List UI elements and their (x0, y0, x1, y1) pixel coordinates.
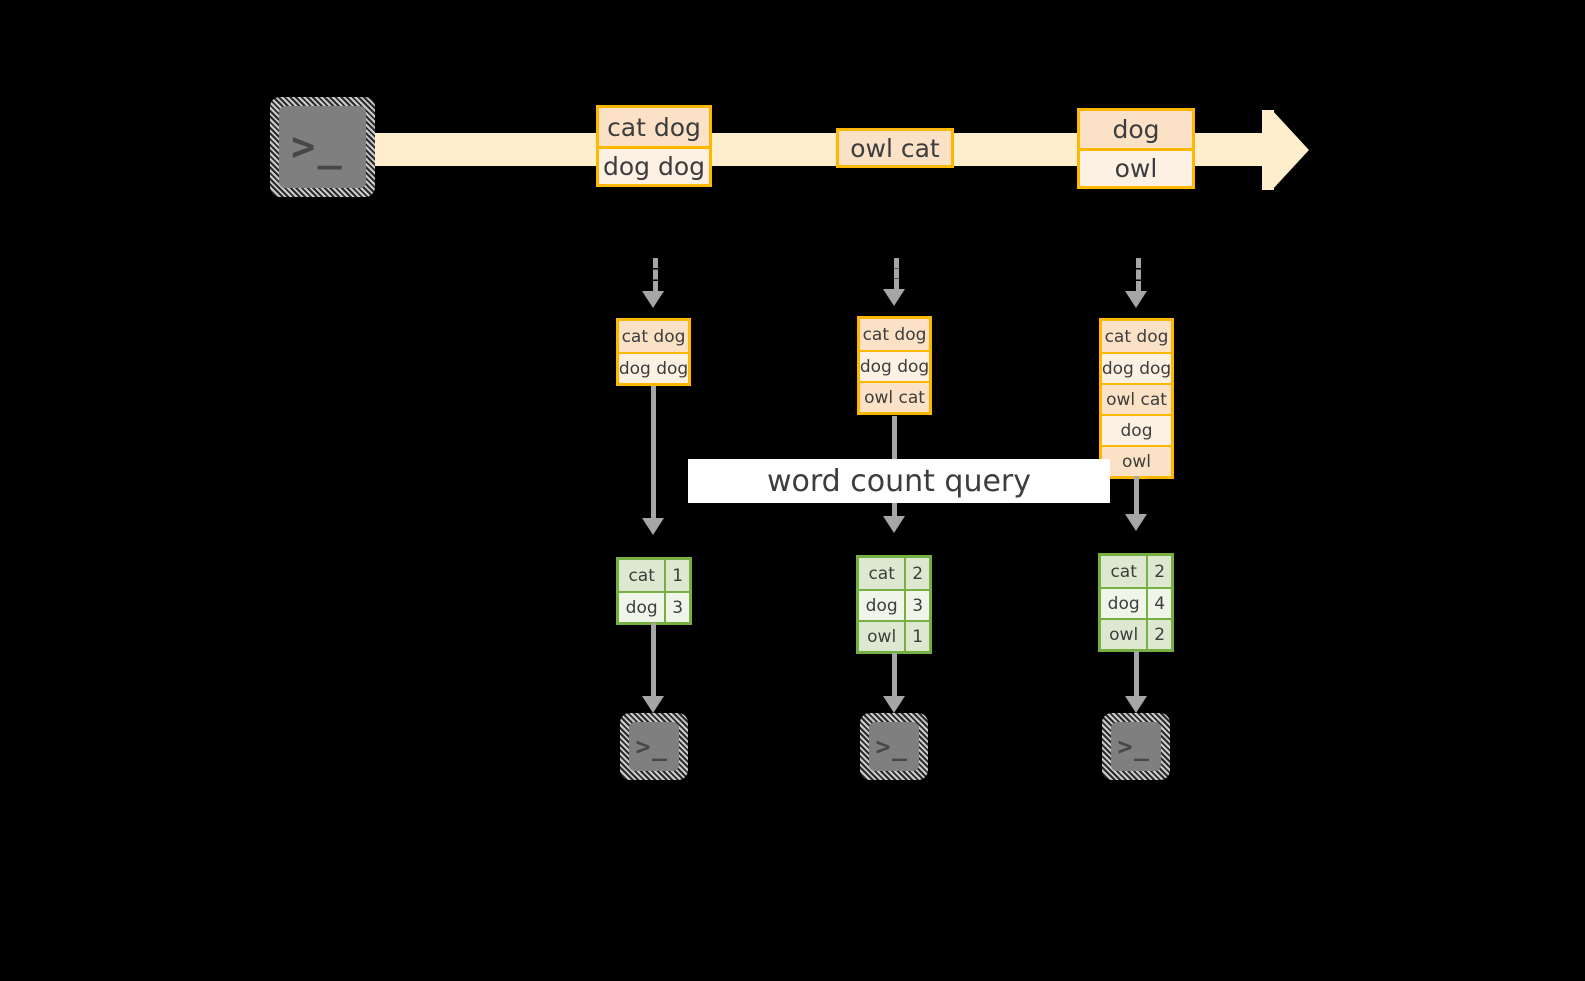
result-word: owl (859, 622, 905, 651)
arrowhead-icon (1125, 514, 1147, 531)
table-row: dog 3 (859, 589, 929, 620)
connector-result-to-sink-1 (651, 623, 656, 698)
connector-stream-to-table-1 (653, 258, 658, 291)
connector-result-to-sink-2 (892, 653, 897, 698)
input-table-3: cat dog dog dog owl cat dog owl (1099, 318, 1174, 479)
terminal-screen (1111, 722, 1161, 771)
connector-result-to-sink-3 (1134, 651, 1139, 698)
result-count: 2 (1146, 620, 1171, 649)
arrowhead-icon (642, 291, 664, 308)
result-word: cat (1101, 556, 1147, 587)
table-row: dog dog (1102, 352, 1171, 383)
table-row: cat 2 (859, 558, 929, 589)
result-table-1: cat 1 dog 3 (616, 557, 692, 625)
table-row: cat 1 (619, 560, 689, 591)
table-row: dog dog (619, 352, 688, 383)
connector-table-to-result-3 (1134, 476, 1139, 516)
terminal-prompt-glyph: >_ (1117, 732, 1151, 761)
connector-table-to-result-1 (651, 386, 656, 520)
stream-event-line: dog dog (599, 146, 709, 184)
stream-arrowhead-icon (1272, 110, 1309, 190)
arrowhead-icon (642, 518, 664, 535)
sink-terminal-icon-2: >_ (860, 713, 928, 780)
terminal-prompt-glyph: >_ (635, 732, 669, 761)
stream-event-2: owl cat (836, 128, 954, 168)
arrowhead-icon (883, 696, 905, 713)
stream-event-line: owl cat (839, 131, 951, 165)
sink-terminal-icon-3: >_ (1102, 713, 1170, 780)
table-row: cat dog (860, 319, 929, 350)
stream-event-line: cat dog (599, 108, 709, 146)
connector-stream-to-table-3 (1136, 258, 1141, 291)
sink-terminal-icon-1: >_ (620, 713, 688, 780)
terminal-prompt-glyph: >_ (291, 124, 345, 170)
result-count: 1 (664, 560, 689, 591)
result-word: dog (859, 591, 905, 620)
table-row: cat 2 (1101, 556, 1171, 587)
table-row: owl 2 (1101, 618, 1171, 649)
result-word: dog (619, 593, 665, 622)
input-table-1: cat dog dog dog (616, 318, 691, 386)
result-count: 2 (904, 558, 929, 589)
result-table-2: cat 2 dog 3 owl 1 (856, 555, 932, 654)
connector-stream-to-table-2 (894, 258, 899, 289)
stream-event-1: cat dog dog dog (596, 105, 712, 187)
stream-event-3: dog owl (1077, 108, 1195, 189)
arrowhead-icon (1125, 291, 1147, 308)
query-label: word count query (688, 459, 1110, 503)
result-count: 2 (1146, 556, 1171, 587)
arrowhead-icon (883, 516, 905, 533)
source-terminal-icon: >_ (270, 97, 375, 197)
table-row: dog (1102, 414, 1171, 445)
arrowhead-icon (1125, 696, 1147, 713)
result-word: owl (1101, 620, 1147, 649)
terminal-screen (869, 722, 919, 771)
stream-arrowhead-base (1262, 110, 1274, 190)
result-word: dog (1101, 589, 1147, 618)
result-table-3: cat 2 dog 4 owl 2 (1098, 553, 1174, 652)
arrowhead-icon (883, 289, 905, 306)
table-row: dog 4 (1101, 587, 1171, 618)
stream-event-line: dog (1080, 111, 1192, 148)
result-count: 1 (904, 622, 929, 651)
terminal-prompt-glyph: >_ (875, 732, 909, 761)
result-count: 3 (904, 591, 929, 620)
table-row: cat dog (1102, 321, 1171, 352)
input-table-2: cat dog dog dog owl cat (857, 316, 932, 415)
arrowhead-icon (642, 696, 664, 713)
result-word: cat (859, 558, 905, 589)
table-row: owl cat (1102, 383, 1171, 414)
table-row: dog dog (860, 350, 929, 381)
table-row: cat dog (619, 321, 688, 352)
stream-event-line: owl (1080, 148, 1192, 186)
terminal-screen (629, 722, 679, 771)
table-row: owl (1102, 445, 1171, 476)
result-count: 3 (664, 593, 689, 622)
terminal-screen (279, 106, 366, 188)
result-word: cat (619, 560, 665, 591)
result-count: 4 (1146, 589, 1171, 618)
table-row: dog 3 (619, 591, 689, 622)
table-row: owl 1 (859, 620, 929, 651)
table-row: owl cat (860, 381, 929, 412)
